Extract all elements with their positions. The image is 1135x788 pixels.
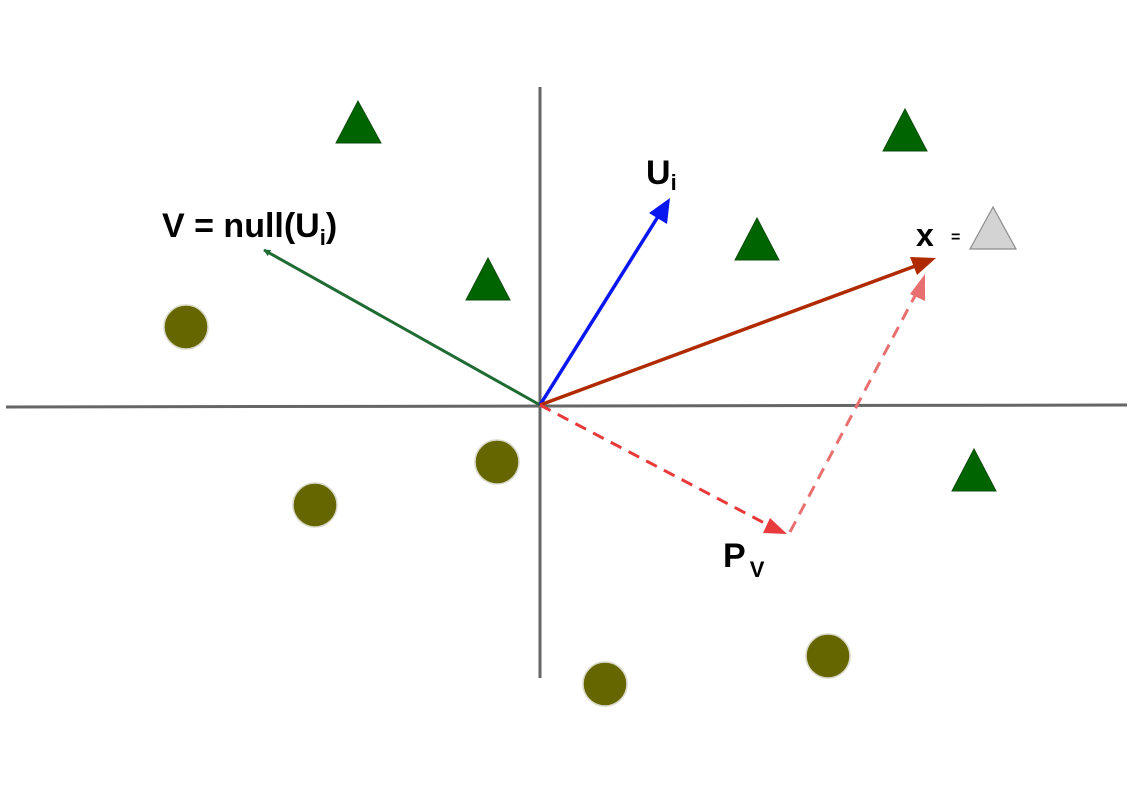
query-triangle-icon — [968, 205, 1018, 250]
class-b-points — [163, 304, 851, 707]
null-space-label: V = null(Ui) — [162, 207, 337, 250]
triangle-icon — [882, 107, 928, 152]
class-a-points — [335, 99, 997, 492]
u-vector-label: Ui — [646, 154, 677, 195]
axes — [5, 87, 1128, 678]
projection-vector — [539, 403, 771, 528]
projection-label-main: P — [723, 537, 746, 575]
triangle-icon — [335, 99, 382, 144]
difference-vector-arrowhead — [910, 274, 925, 301]
x-vector — [539, 263, 919, 407]
u-vector-arrowhead — [649, 198, 670, 224]
u-vector-label-sub: i — [671, 170, 677, 195]
projection-vector-arrowhead — [763, 518, 787, 534]
x-vector-arrowhead — [910, 257, 936, 275]
circle-icon — [805, 633, 851, 679]
circle-icon — [292, 482, 338, 528]
x-vector-label: x — [916, 217, 934, 253]
null-space-label-sub: i — [320, 225, 326, 250]
triangle-icon — [951, 447, 997, 492]
null-space-label-main: V = null(U — [162, 207, 320, 245]
difference-vector — [788, 291, 919, 533]
u-vector-label-main: U — [646, 154, 671, 192]
x-equals-sign: = — [951, 229, 960, 246]
triangle-icon — [734, 216, 780, 261]
null-space-label-close: ) — [326, 207, 337, 245]
triangle-icon — [465, 256, 511, 301]
u-vector — [538, 214, 661, 406]
projection-label-sub: V — [750, 557, 765, 582]
circle-icon — [163, 304, 209, 350]
null-space-vector — [263, 248, 541, 407]
circle-icon — [582, 661, 628, 707]
horizontal-axis — [5, 403, 1128, 409]
vectors — [263, 198, 936, 534]
circle-icon — [474, 439, 520, 485]
